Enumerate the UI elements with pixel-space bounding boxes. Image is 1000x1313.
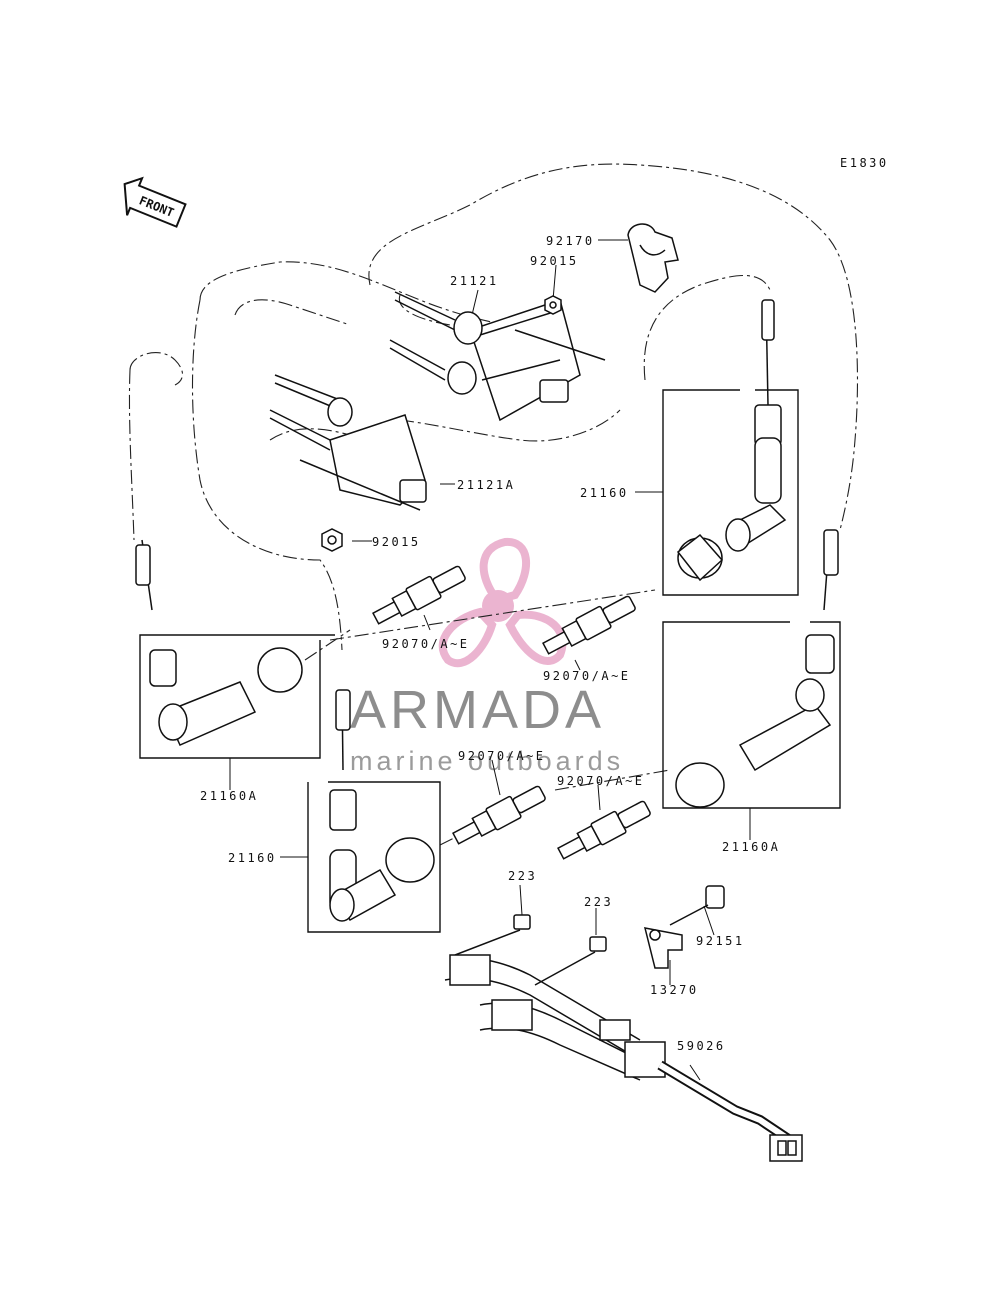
brand-name: ARMADA (350, 680, 605, 740)
label-21160-right: 21160 (580, 486, 629, 500)
propeller-icon (438, 537, 567, 668)
nut-92015-top (544, 295, 562, 315)
propeller-hub (482, 590, 514, 622)
label-223-b: 223 (584, 895, 613, 909)
spark-plug-upper-left (372, 565, 466, 625)
plug-cap-21160A-right (675, 529, 839, 808)
front-arrow-icon: FRONT (123, 176, 187, 228)
ignition-coil-21121A (269, 374, 427, 511)
label-21121A: 21121A (457, 478, 515, 492)
spark-plug-lower-left (452, 785, 546, 845)
bracket-13270 (643, 927, 683, 969)
spark-plug-lower-right (557, 800, 651, 860)
part-group-boxes (139, 389, 841, 933)
cable-routing-lines (128, 163, 859, 846)
nut-92015-mid (321, 528, 343, 552)
brand-tagline: marine outboards (350, 746, 624, 776)
clamp-92170 (627, 223, 679, 293)
label-92151: 92151 (696, 934, 745, 948)
plug-cap-21160-right (676, 299, 787, 582)
label-92170: 92170 (546, 234, 595, 248)
screw-223-left (454, 914, 531, 956)
spark-plug-upper-right (542, 595, 636, 655)
plug-cap-21160A-left (135, 539, 303, 746)
label-92070-a: 92070/A~E (382, 637, 470, 651)
label-13270: 13270 (650, 983, 699, 997)
wire-harness-59026 (444, 954, 803, 1162)
diagram-code: E1830 (840, 156, 889, 170)
bolt-92151 (669, 885, 725, 926)
label-21121: 21121 (450, 274, 499, 288)
leader-lines (229, 239, 751, 1081)
label-92015-mid: 92015 (372, 535, 421, 549)
label-92070-b: 92070/A~E (543, 669, 631, 683)
label-21160-left: 21160 (228, 851, 277, 865)
screw-223-right (534, 936, 607, 986)
ignition-coil-21121 (389, 291, 606, 422)
label-59026: 59026 (677, 1039, 726, 1053)
label-223-a: 223 (508, 869, 537, 883)
label-21160A-left: 21160A (200, 789, 258, 803)
armada-logo: ARMADA marine outboards (350, 537, 624, 776)
label-92070-c: 92070/A~E (458, 749, 546, 763)
label-21160A-right: 21160A (722, 840, 780, 854)
plug-cap-21160-left (329, 689, 435, 922)
label-92015-top: 92015 (530, 254, 579, 268)
label-92070-d: 92070/A~E (557, 774, 645, 788)
